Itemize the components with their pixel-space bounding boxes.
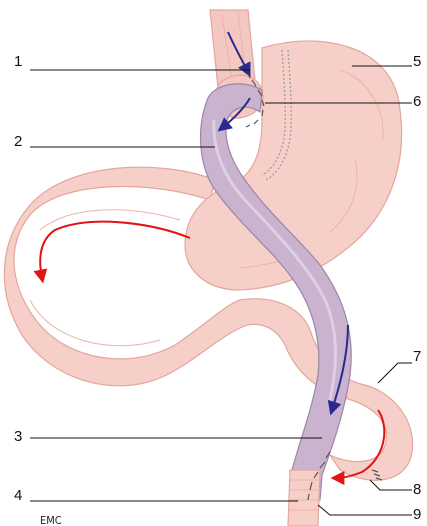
publisher-credit: EMC [40, 514, 62, 526]
leader-7 [378, 363, 412, 383]
callout-1: 1 [14, 53, 22, 70]
callout-5: 5 [413, 53, 421, 70]
callout-7: 7 [413, 348, 421, 365]
callout-3: 3 [14, 428, 22, 445]
callout-6: 6 [413, 93, 421, 110]
loop-lumen-shading [30, 210, 180, 346]
callout-4: 4 [14, 487, 22, 504]
leader-9 [318, 505, 412, 515]
callout-9: 9 [413, 506, 421, 523]
callout-2: 2 [14, 133, 22, 150]
common-channel [288, 470, 320, 526]
leader-8 [370, 480, 412, 490]
digestive-flow-arrow-loop [40, 222, 190, 278]
callout-8: 8 [413, 481, 421, 498]
